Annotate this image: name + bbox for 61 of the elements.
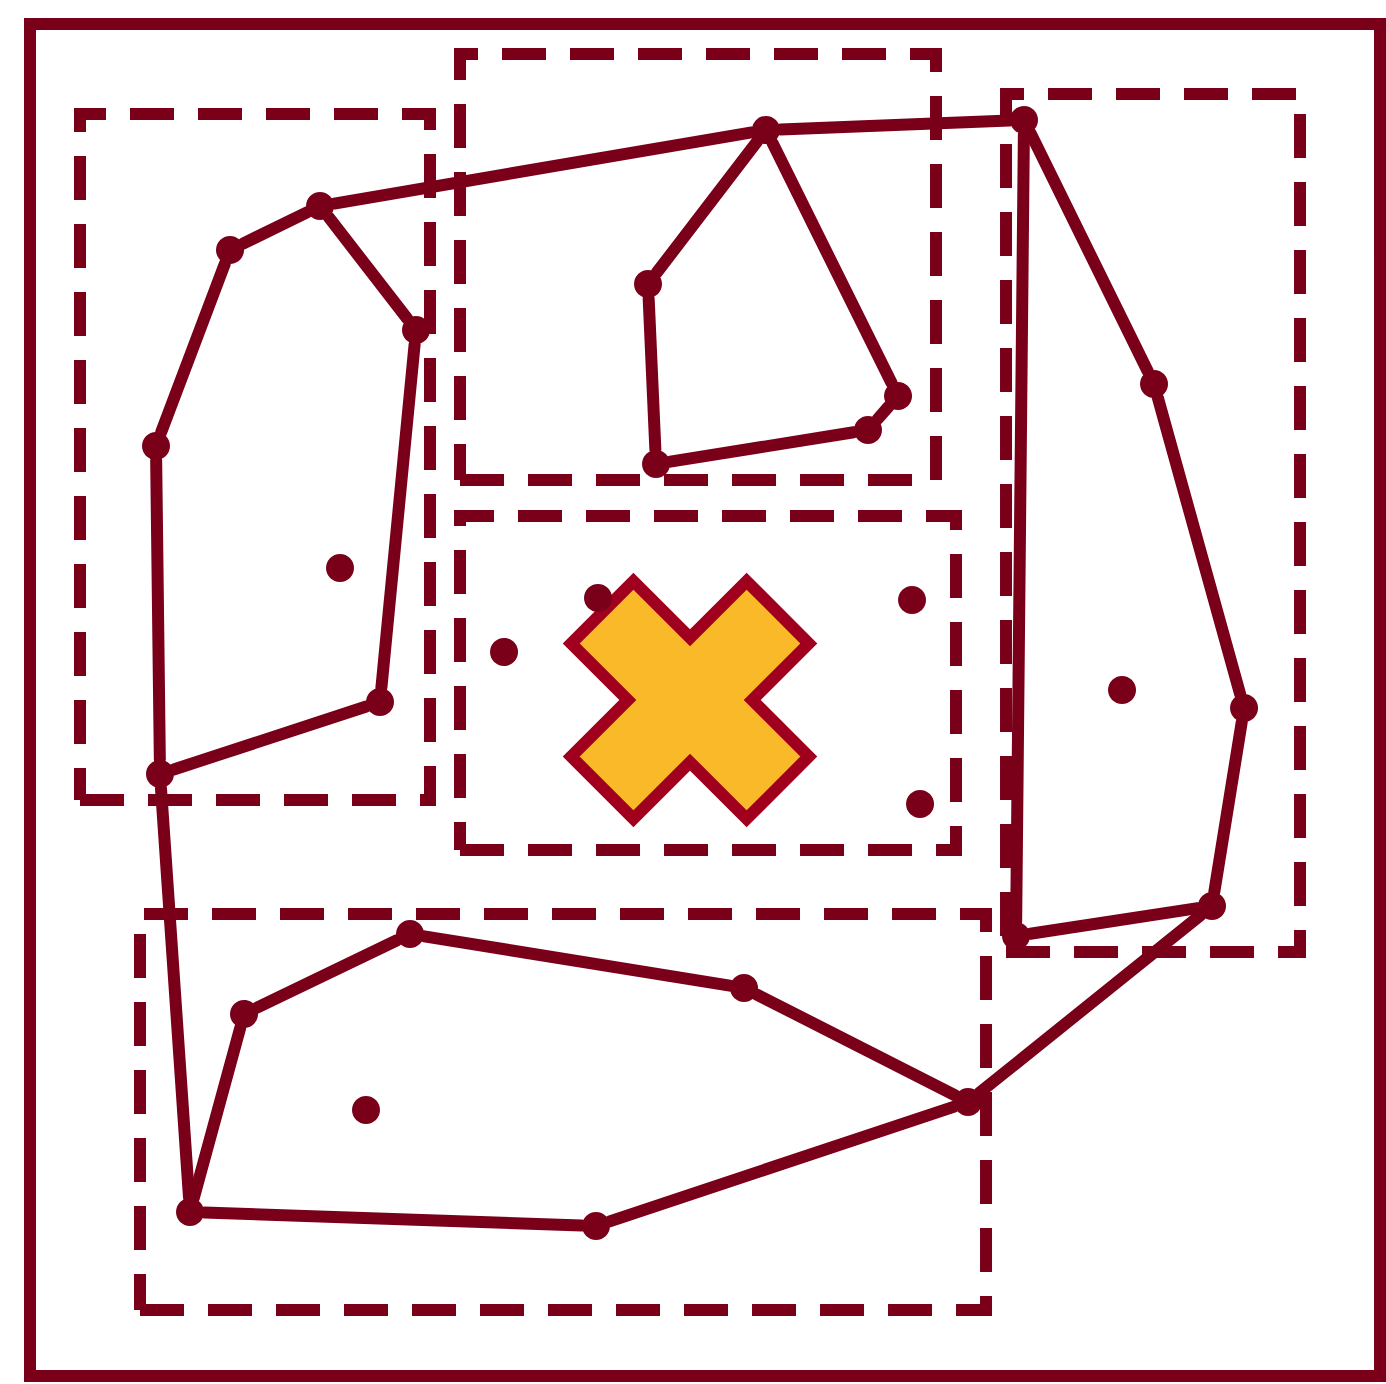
line [973,909,1207,1099]
dashed-box [74,108,436,806]
dot [1198,892,1226,920]
line [1024,902,1204,940]
line [766,136,898,389]
dot [146,760,174,788]
dot [898,586,926,614]
dot [1002,922,1030,950]
dot [634,270,662,298]
dot [884,382,912,410]
line [198,1206,588,1232]
dot [176,1198,204,1226]
line [1010,128,1030,928]
line [155,782,195,1204]
line [328,126,758,210]
dot [954,1088,982,1116]
line [642,292,662,456]
dot [730,974,758,1002]
line [322,211,414,325]
dot [142,432,170,460]
line [664,426,860,468]
dot [1140,370,1168,398]
line [774,114,1016,136]
line [155,257,231,439]
dot [1010,106,1038,134]
line [750,988,962,1102]
dot [402,316,430,344]
dot [1108,676,1136,704]
dashed-box [454,47,942,486]
line [187,1021,247,1205]
line [150,454,166,766]
line [871,400,895,426]
dot [366,688,394,716]
dot [216,236,244,264]
dot [326,554,354,582]
dashed-box [454,510,962,856]
dashed-box [1000,88,1306,958]
line [237,206,313,250]
line [1208,716,1248,898]
dot [584,584,612,612]
line [375,338,421,694]
dot [396,920,424,948]
line [1151,391,1247,701]
line [418,930,736,992]
dot [906,790,934,818]
line [167,700,373,776]
dashed-box [134,908,992,1316]
line [251,934,403,1014]
dot [752,116,780,144]
cross-icon [562,572,818,828]
line [603,1100,961,1228]
dot [582,1212,610,1240]
dot [490,638,518,666]
dot [306,192,334,220]
dot [1230,694,1259,722]
line [1024,126,1154,377]
dot [642,450,670,478]
dot [854,416,882,444]
line [650,135,764,279]
dot [352,1096,380,1124]
dot [230,1000,258,1028]
